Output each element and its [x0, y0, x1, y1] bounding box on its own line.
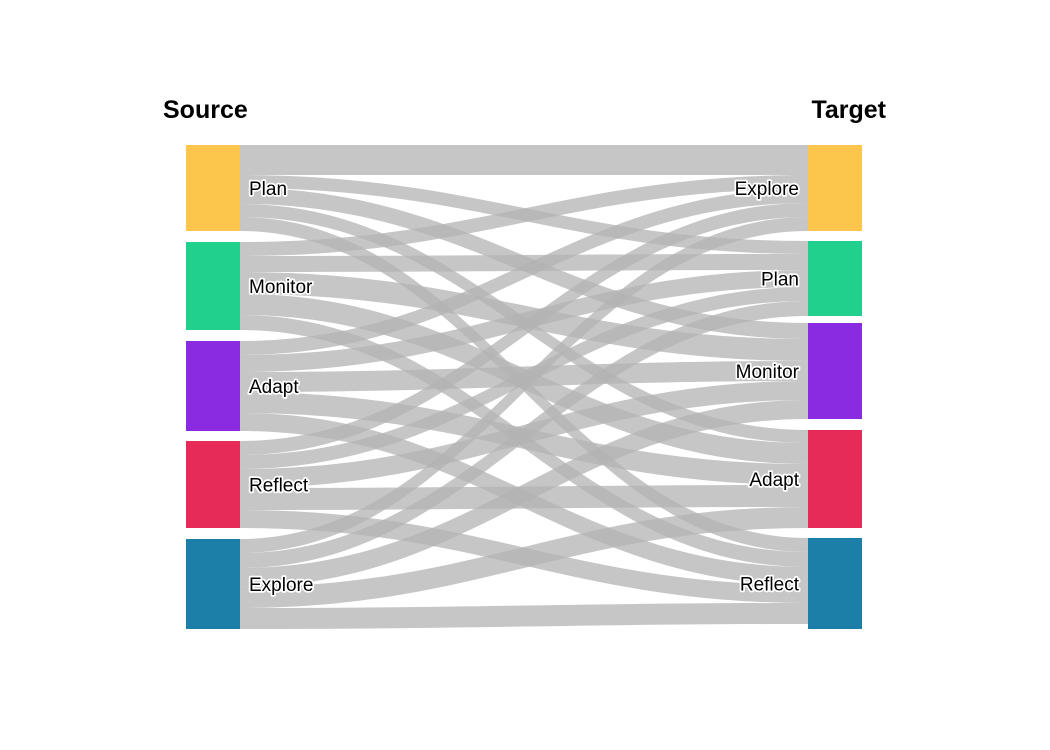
- node-label-halo: Reflect: [249, 476, 309, 497]
- sankey-node-source-plan[interactable]: [186, 145, 240, 231]
- node-label-halo: Monitor: [249, 277, 313, 298]
- node-label-halo: Plan: [249, 179, 287, 200]
- sankey-link[interactable]: [240, 301, 808, 568]
- node-label-halo: Explore: [735, 179, 799, 200]
- sankey-node-source-monitor[interactable]: [186, 242, 240, 330]
- node-label-target-adapt: Adapt: [749, 470, 799, 491]
- node-label-layer: PlanPlanMonitorMonitorAdaptAdaptReflectR…: [247, 177, 801, 597]
- node-label-halo: Plan: [761, 270, 799, 291]
- node-label-halo: Adapt: [249, 377, 299, 398]
- node-label-halo: Monitor: [736, 362, 800, 383]
- link-layer: [240, 145, 808, 629]
- sankey-node-target-adapt[interactable]: [808, 430, 862, 528]
- sankey-node-target-monitor[interactable]: [808, 323, 862, 419]
- node-layer: [186, 145, 862, 629]
- sankey-link[interactable]: [240, 217, 808, 553]
- sankey-node-source-reflect[interactable]: [186, 441, 240, 528]
- sankey-link[interactable]: [240, 145, 808, 175]
- node-label-halo: Reflect: [740, 575, 800, 596]
- sankey-node-source-explore[interactable]: [186, 539, 240, 629]
- column-heading-source: Source: [163, 96, 248, 124]
- sankey-link[interactable]: [240, 400, 808, 587]
- node-label-target-reflect: Reflect: [740, 575, 800, 596]
- node-label-source-reflect: Reflect: [249, 476, 309, 497]
- node-label-halo: Explore: [249, 575, 313, 596]
- node-label-source-plan: Plan: [249, 179, 287, 200]
- node-label-target-plan: Plan: [761, 270, 799, 291]
- sankey-link[interactable]: [240, 603, 808, 629]
- node-label-target-monitor: Monitor: [736, 362, 800, 383]
- node-label-target-explore: Explore: [735, 179, 799, 200]
- sankey-link[interactable]: [240, 203, 808, 455]
- sankey-node-target-plan[interactable]: [808, 241, 862, 316]
- sankey-node-target-reflect[interactable]: [808, 538, 862, 629]
- node-label-source-monitor: Monitor: [249, 277, 313, 298]
- node-label-halo: Adapt: [749, 470, 799, 491]
- column-heading-target: Target: [811, 96, 886, 124]
- sankey-link[interactable]: [240, 189, 808, 355]
- node-label-source-adapt: Adapt: [249, 377, 299, 398]
- sankey-node-source-adapt[interactable]: [186, 341, 240, 431]
- sankey-link[interactable]: [240, 507, 808, 608]
- sankey-link[interactable]: [240, 270, 808, 372]
- sankey-node-target-explore[interactable]: [808, 145, 862, 231]
- sankey-link[interactable]: [240, 175, 808, 256]
- node-label-source-explore: Explore: [249, 575, 313, 596]
